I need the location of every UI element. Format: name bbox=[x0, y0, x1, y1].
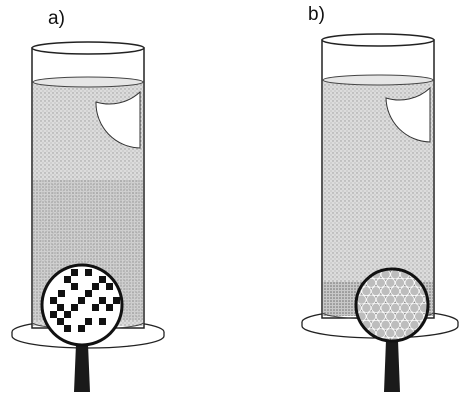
magnifier-a bbox=[40, 263, 124, 392]
sphere-particle bbox=[409, 286, 420, 297]
magnified-view-a bbox=[42, 265, 122, 345]
sphere-particle bbox=[394, 294, 405, 305]
sphere-particle bbox=[366, 294, 377, 305]
sphere-particle bbox=[375, 294, 386, 305]
sphere-particle bbox=[375, 311, 386, 322]
sphere-particle bbox=[390, 319, 401, 330]
sphere-particle bbox=[385, 294, 396, 305]
sphere-particle bbox=[394, 328, 405, 339]
panel-a: a) bbox=[11, 8, 165, 392]
sphere-particle bbox=[356, 336, 362, 341]
sphere-particle bbox=[414, 311, 425, 322]
sphere-particle bbox=[390, 269, 401, 280]
sphere-particle bbox=[385, 311, 396, 322]
sphere-particle bbox=[429, 337, 438, 346]
panel-label-a: a) bbox=[48, 8, 65, 29]
sphere-particle bbox=[385, 269, 396, 271]
sphere-particle bbox=[418, 336, 428, 341]
sphere-particle bbox=[409, 336, 420, 341]
sphere-particle bbox=[404, 311, 415, 322]
sphere-particle bbox=[370, 302, 381, 313]
panel-b: b) bbox=[301, 4, 459, 392]
sphere-particle bbox=[375, 277, 386, 288]
sphere-particle bbox=[366, 311, 377, 322]
sphere-particle bbox=[370, 286, 381, 297]
sphere-particle bbox=[399, 319, 410, 330]
sphere-particle bbox=[404, 277, 415, 288]
sphere-particle bbox=[390, 302, 401, 313]
sphere-particle bbox=[390, 286, 401, 297]
sphere-particle bbox=[370, 319, 381, 330]
panel-label-b: b) bbox=[308, 4, 325, 25]
sphere-particle bbox=[394, 311, 405, 322]
sphere-particle bbox=[409, 302, 420, 313]
sphere-particle bbox=[399, 302, 410, 313]
sphere-particle bbox=[380, 302, 391, 313]
sphere-particle bbox=[394, 277, 405, 288]
sphere-particle bbox=[385, 328, 396, 339]
sphere-particle bbox=[414, 294, 425, 305]
sphere-particle bbox=[399, 286, 410, 297]
sphere-particle bbox=[361, 286, 372, 297]
sphere-particle bbox=[380, 286, 391, 297]
sphere-particle bbox=[380, 319, 391, 330]
sphere-particle bbox=[404, 294, 415, 305]
sphere-particle bbox=[409, 319, 420, 330]
sphere-particle bbox=[361, 302, 372, 313]
sphere-particle bbox=[385, 277, 396, 288]
